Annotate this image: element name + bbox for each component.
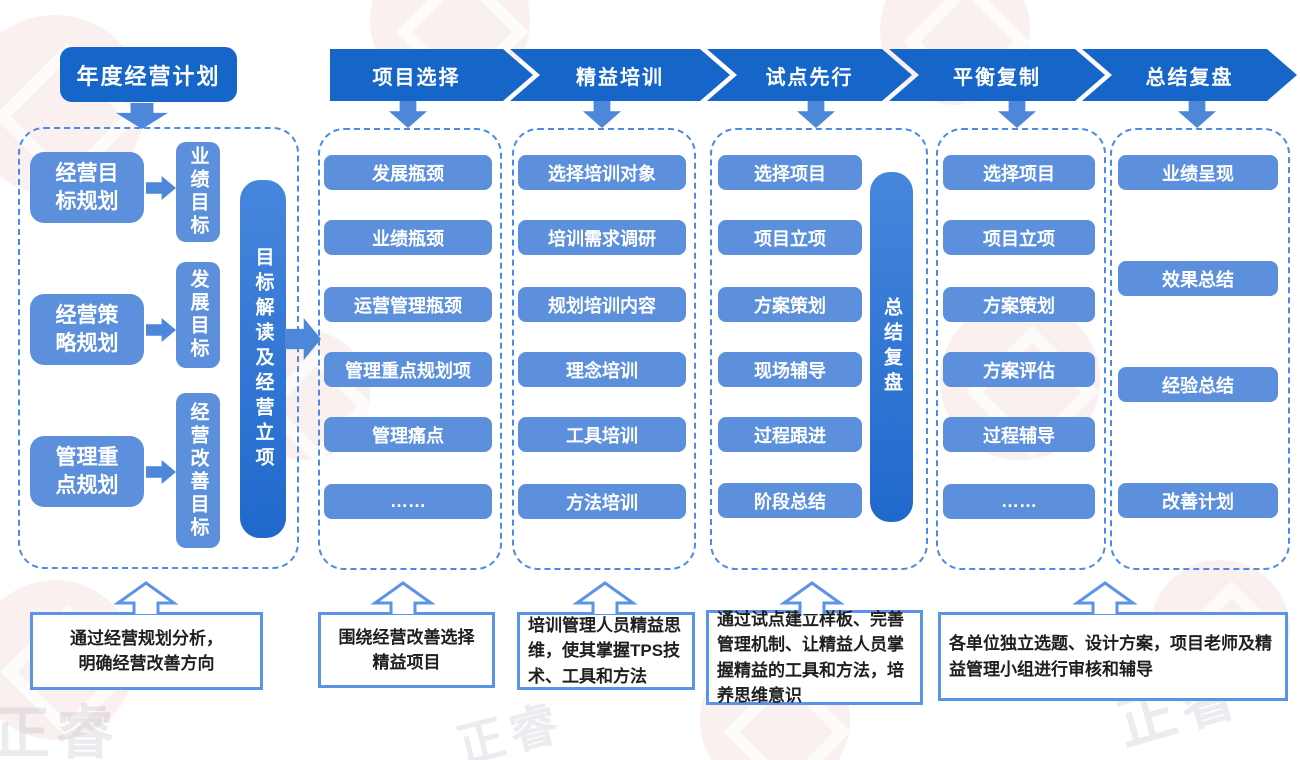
planning-label: 经营目 标规划 xyxy=(30,152,144,223)
phase-item: …… xyxy=(324,484,492,519)
phase-item: 项目立项 xyxy=(943,220,1095,255)
phase-column-pilot-first xyxy=(710,128,928,570)
watermark-text: 正睿 xyxy=(451,696,570,760)
up-arrow-icon xyxy=(113,581,179,614)
note-pilot-first: 通过试点建立样板、完善管理机制、让精益人员掌握精益的工具和方法，培养思维意识 xyxy=(706,610,923,705)
down-arrow-icon xyxy=(797,101,835,128)
phase-item: 效果总结 xyxy=(1118,261,1278,296)
down-arrow-icon xyxy=(389,101,427,128)
phase-item: 方法培训 xyxy=(518,484,686,519)
phase-item: 理念培训 xyxy=(518,352,686,387)
planning-target: 经营改善目标 xyxy=(176,393,220,548)
up-arrow-icon xyxy=(779,581,845,614)
phase-item: 培训需求调研 xyxy=(518,220,686,255)
up-arrow-icon xyxy=(572,581,638,614)
down-arrow-icon xyxy=(1178,101,1216,128)
summary-review-bar: 总结复盘 xyxy=(870,172,913,522)
phase-item: …… xyxy=(943,484,1095,519)
phase-item: 选择项目 xyxy=(943,155,1095,190)
phase-item: 过程跟进 xyxy=(718,417,862,452)
phase-column-summary-review xyxy=(1110,128,1290,570)
up-arrow-icon xyxy=(370,581,436,614)
planning-label: 经营策 略规划 xyxy=(30,294,144,365)
planning-label: 管理重 点规划 xyxy=(30,436,144,507)
phase-header-pilot-first: 试点先行 xyxy=(707,49,912,101)
phase-item: 发展瓶颈 xyxy=(324,155,492,190)
phase-item: 改善计划 xyxy=(1118,483,1278,518)
note-planning-analysis: 通过经营规划分析， 明确经营改善方向 xyxy=(30,612,263,690)
phase-column-lean-training xyxy=(512,128,696,570)
down-arrow-icon xyxy=(998,101,1036,128)
phase-item: 方案策划 xyxy=(943,287,1095,322)
phase-item: 业绩呈现 xyxy=(1118,155,1278,190)
phase-item: 经验总结 xyxy=(1118,367,1278,402)
phase-column-balanced-replication xyxy=(936,128,1106,570)
note-project-selection: 围绕经营改善选择 精益项目 xyxy=(318,612,495,688)
phase-item: 工具培训 xyxy=(518,417,686,452)
down-arrow-icon xyxy=(583,101,621,128)
phase-item: 业绩瓶颈 xyxy=(324,220,492,255)
phase-item: 规划培训内容 xyxy=(518,287,686,322)
phase-item: 管理重点规划项 xyxy=(324,352,492,387)
phase-header-lean-training: 精益培训 xyxy=(510,49,730,101)
watermark-text: 正睿 xyxy=(0,701,121,760)
up-arrow-icon xyxy=(1072,581,1138,614)
phase-column-project-selection xyxy=(318,128,502,570)
goal-breakdown-bar: 目标解读及经营立项 xyxy=(240,180,286,538)
phase-item: 阶段总结 xyxy=(718,483,862,518)
note-review-coaching: 各单位独立选题、设计方案，项目老师及精益管理小组进行审核和辅导 xyxy=(938,612,1288,701)
phase-header-summary-review: 总结复盘 xyxy=(1082,49,1297,101)
phase-item: 方案评估 xyxy=(943,352,1095,387)
phase-item: 现场辅导 xyxy=(718,352,862,387)
phase-item: 方案策划 xyxy=(718,287,862,322)
phase-item: 运营管理瓶颈 xyxy=(324,287,492,322)
phase-item: 选择项目 xyxy=(718,155,862,190)
planning-target: 业绩目标 xyxy=(176,142,220,242)
note-lean-training: 培训管理人员精益思维，使其掌握TPS技术、工具和方法 xyxy=(517,612,695,690)
phase-item: 管理痛点 xyxy=(324,417,492,452)
planning-target: 发展目标 xyxy=(176,262,220,368)
phase-header-balanced-replication: 平衡复制 xyxy=(889,49,1105,101)
phase-header-project-selection: 项目选择 xyxy=(330,49,533,101)
phase-item: 选择培训对象 xyxy=(518,155,686,190)
annual-plan-title: 年度经营计划 xyxy=(60,47,237,102)
phase-item: 项目立项 xyxy=(718,220,862,255)
phase-item: 过程辅导 xyxy=(943,417,1095,452)
